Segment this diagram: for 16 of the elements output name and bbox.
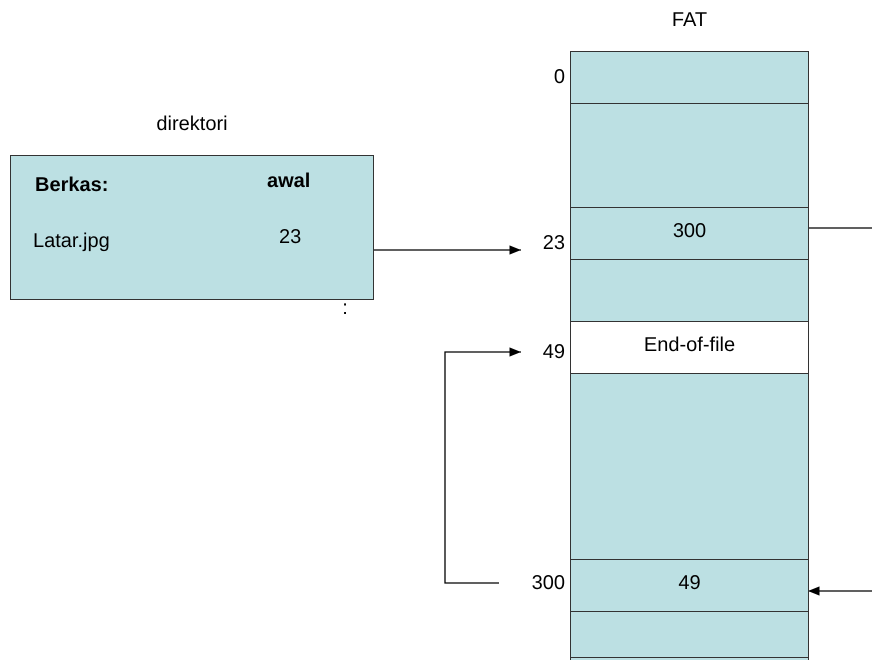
- table-heading: FAT: [670, 8, 708, 32]
- arrow: [808, 586, 872, 596]
- table-heading: direktori: [155, 112, 229, 136]
- cell-value: 23: [279, 225, 302, 249]
- block-index: 300: [503, 571, 565, 595]
- ellipsis: :: [341, 296, 349, 320]
- block-index: 0: [552, 65, 565, 89]
- table-cell: End-of-file: [571, 322, 808, 374]
- block-index: 49: [525, 340, 565, 364]
- column-header: awal: [267, 169, 310, 193]
- arrow: [444, 347, 521, 584]
- file-name: Latar.jpg: [33, 229, 110, 253]
- arrow: [374, 245, 521, 255]
- connector-line: [808, 227, 872, 229]
- block-index: 23: [525, 231, 565, 255]
- column-header: Berkas:: [35, 173, 108, 197]
